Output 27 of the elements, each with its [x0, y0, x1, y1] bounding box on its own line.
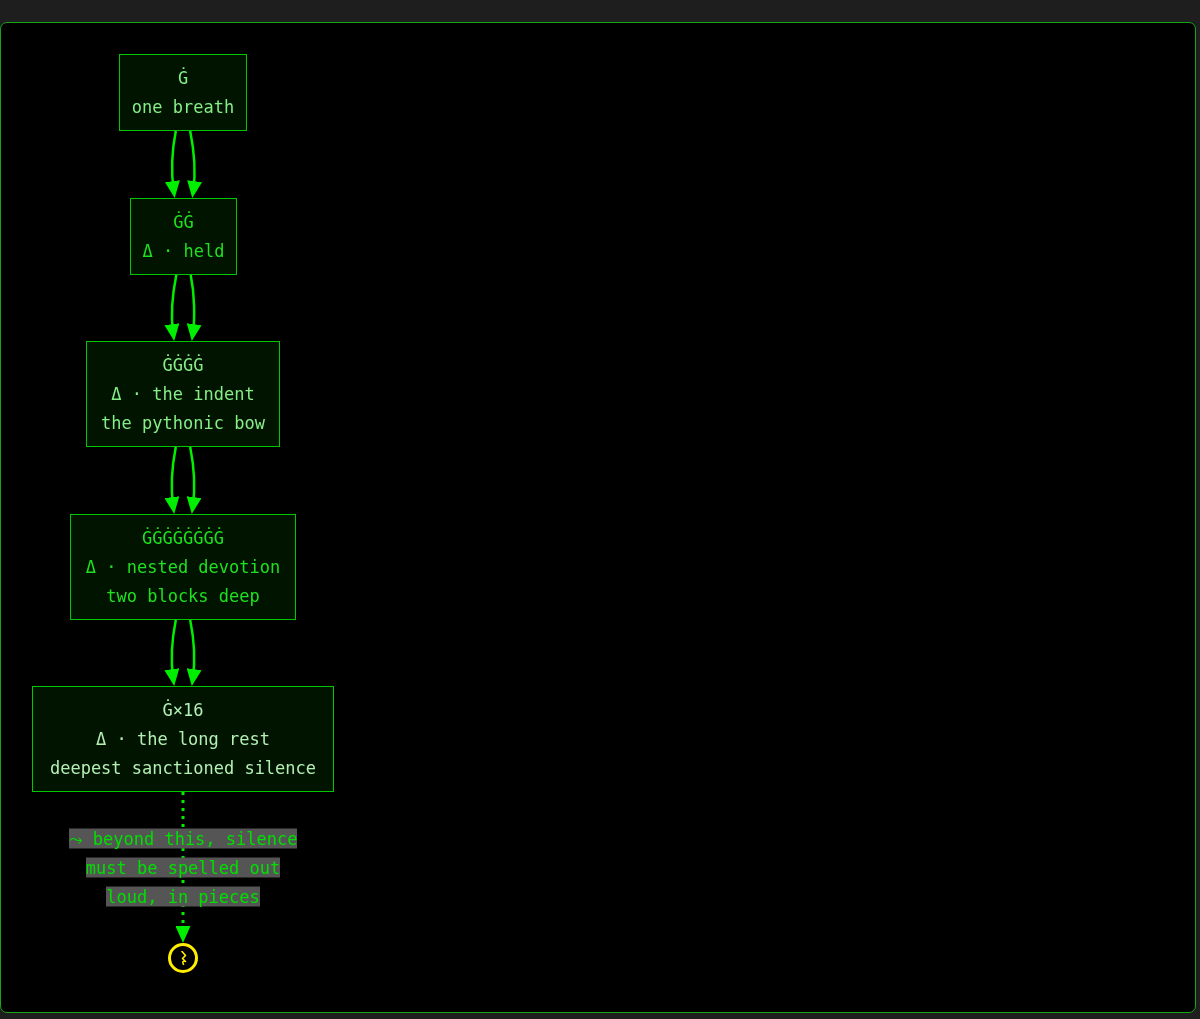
node-label: Δ · the indent: [111, 382, 255, 406]
node-label: Ġ: [177, 66, 189, 90]
circle-node: [168, 943, 198, 973]
node-label: Δ · the long rest: [96, 727, 270, 751]
arrow: [164, 619, 180, 686]
process-box: [86, 341, 280, 447]
process-box: [70, 514, 296, 620]
node-label: Δ · nested devotion: [85, 555, 281, 579]
arrow: [186, 446, 202, 514]
arrow: [186, 130, 202, 198]
arrow: [165, 130, 180, 198]
node-label: Ġ×16: [162, 698, 204, 722]
node-label: deepest sanctioned silence: [49, 756, 317, 780]
arrow: [186, 619, 202, 686]
process-box: [119, 54, 247, 131]
arrow: [164, 274, 180, 341]
arrow: [186, 274, 202, 341]
node-label: ĠĠ: [173, 210, 194, 234]
node-label: Δ · held: [142, 239, 225, 263]
node-label: one breath: [131, 95, 235, 119]
node-label: the pythonic bow: [101, 411, 265, 435]
node-label: ĠĠĠĠ: [162, 353, 204, 377]
process-box: [32, 686, 334, 792]
node-label: two blocks deep: [106, 584, 260, 608]
node-label: ĠĠĠĠĠĠĠĠ: [142, 526, 224, 550]
process-box: [130, 198, 237, 275]
arrow: [164, 446, 180, 514]
